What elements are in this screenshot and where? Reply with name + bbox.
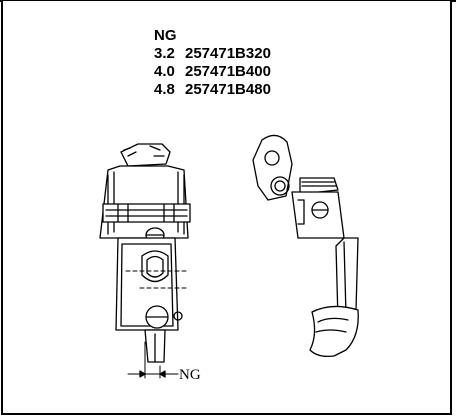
presser-foot-front-view xyxy=(99,143,191,379)
spec-size: 4.8 xyxy=(154,81,175,98)
presser-foot-side-view xyxy=(252,134,359,358)
spec-part-number: 257471B400 xyxy=(185,63,271,80)
spec-table: NG 3.2 257471B320 4.0 257471B400 4.8 257471… xyxy=(154,27,271,99)
spec-size: 3.2 xyxy=(154,45,175,62)
spec-part-number: 257471B320 xyxy=(185,45,271,62)
spec-part-number: 257471B480 xyxy=(185,81,271,98)
spec-size: 4.0 xyxy=(154,63,175,80)
spec-header: NG xyxy=(154,27,177,44)
spec-row: 3.2 257471B320 xyxy=(154,45,271,63)
spec-row: 4.0 257471B400 xyxy=(154,63,271,81)
ng-dimension-label: NG xyxy=(179,367,201,383)
spec-row: 4.8 257471B480 xyxy=(154,81,271,99)
